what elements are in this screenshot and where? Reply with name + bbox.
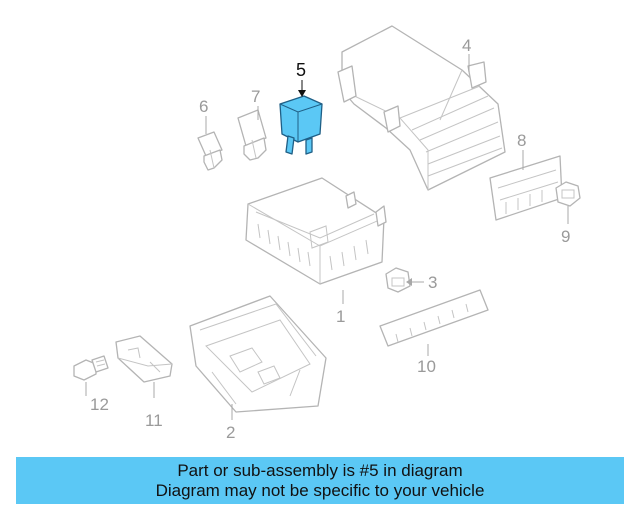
part-12-bolt[interactable]	[73, 355, 109, 381]
info-banner: Part or sub-assembly is #5 in diagram Di…	[16, 457, 624, 504]
callout-12: 12	[90, 395, 109, 414]
part-8-relay-strip[interactable]	[489, 155, 563, 221]
part-4-fuse-box-cover[interactable]	[337, 25, 506, 191]
callout-3: 3	[428, 273, 437, 292]
callout-5: 5	[296, 60, 306, 80]
callout-2: 2	[226, 423, 235, 442]
callout-7: 7	[251, 87, 260, 106]
banner-line-2: Diagram may not be specific to your vehi…	[155, 480, 485, 500]
callout-8: 8	[517, 131, 526, 150]
callout-9: 9	[561, 227, 570, 246]
part-11-clip[interactable]	[115, 335, 173, 383]
callout-10: 10	[417, 357, 436, 376]
part-10-fuse-strip[interactable]	[379, 289, 489, 347]
part-2-lower-bracket[interactable]	[189, 295, 327, 413]
callout-11: 11	[145, 411, 163, 430]
callout-1: 1	[336, 307, 345, 326]
part-1-fuse-box-housing[interactable]	[245, 177, 387, 285]
part-9-nut[interactable]	[555, 181, 581, 207]
part-5-relay-highlighted[interactable]	[279, 95, 323, 155]
part-6-blade-fuse[interactable]	[197, 131, 223, 171]
callout-4: 4	[462, 36, 471, 55]
part-7-maxi-fuse[interactable]	[237, 109, 267, 161]
banner-line-1: Part or sub-assembly is #5 in diagram	[177, 460, 463, 480]
parts-diagram: 4 6 7 5 8 9	[73, 25, 581, 442]
callout-6: 6	[199, 97, 208, 116]
part-3-grommet[interactable]	[385, 267, 411, 293]
